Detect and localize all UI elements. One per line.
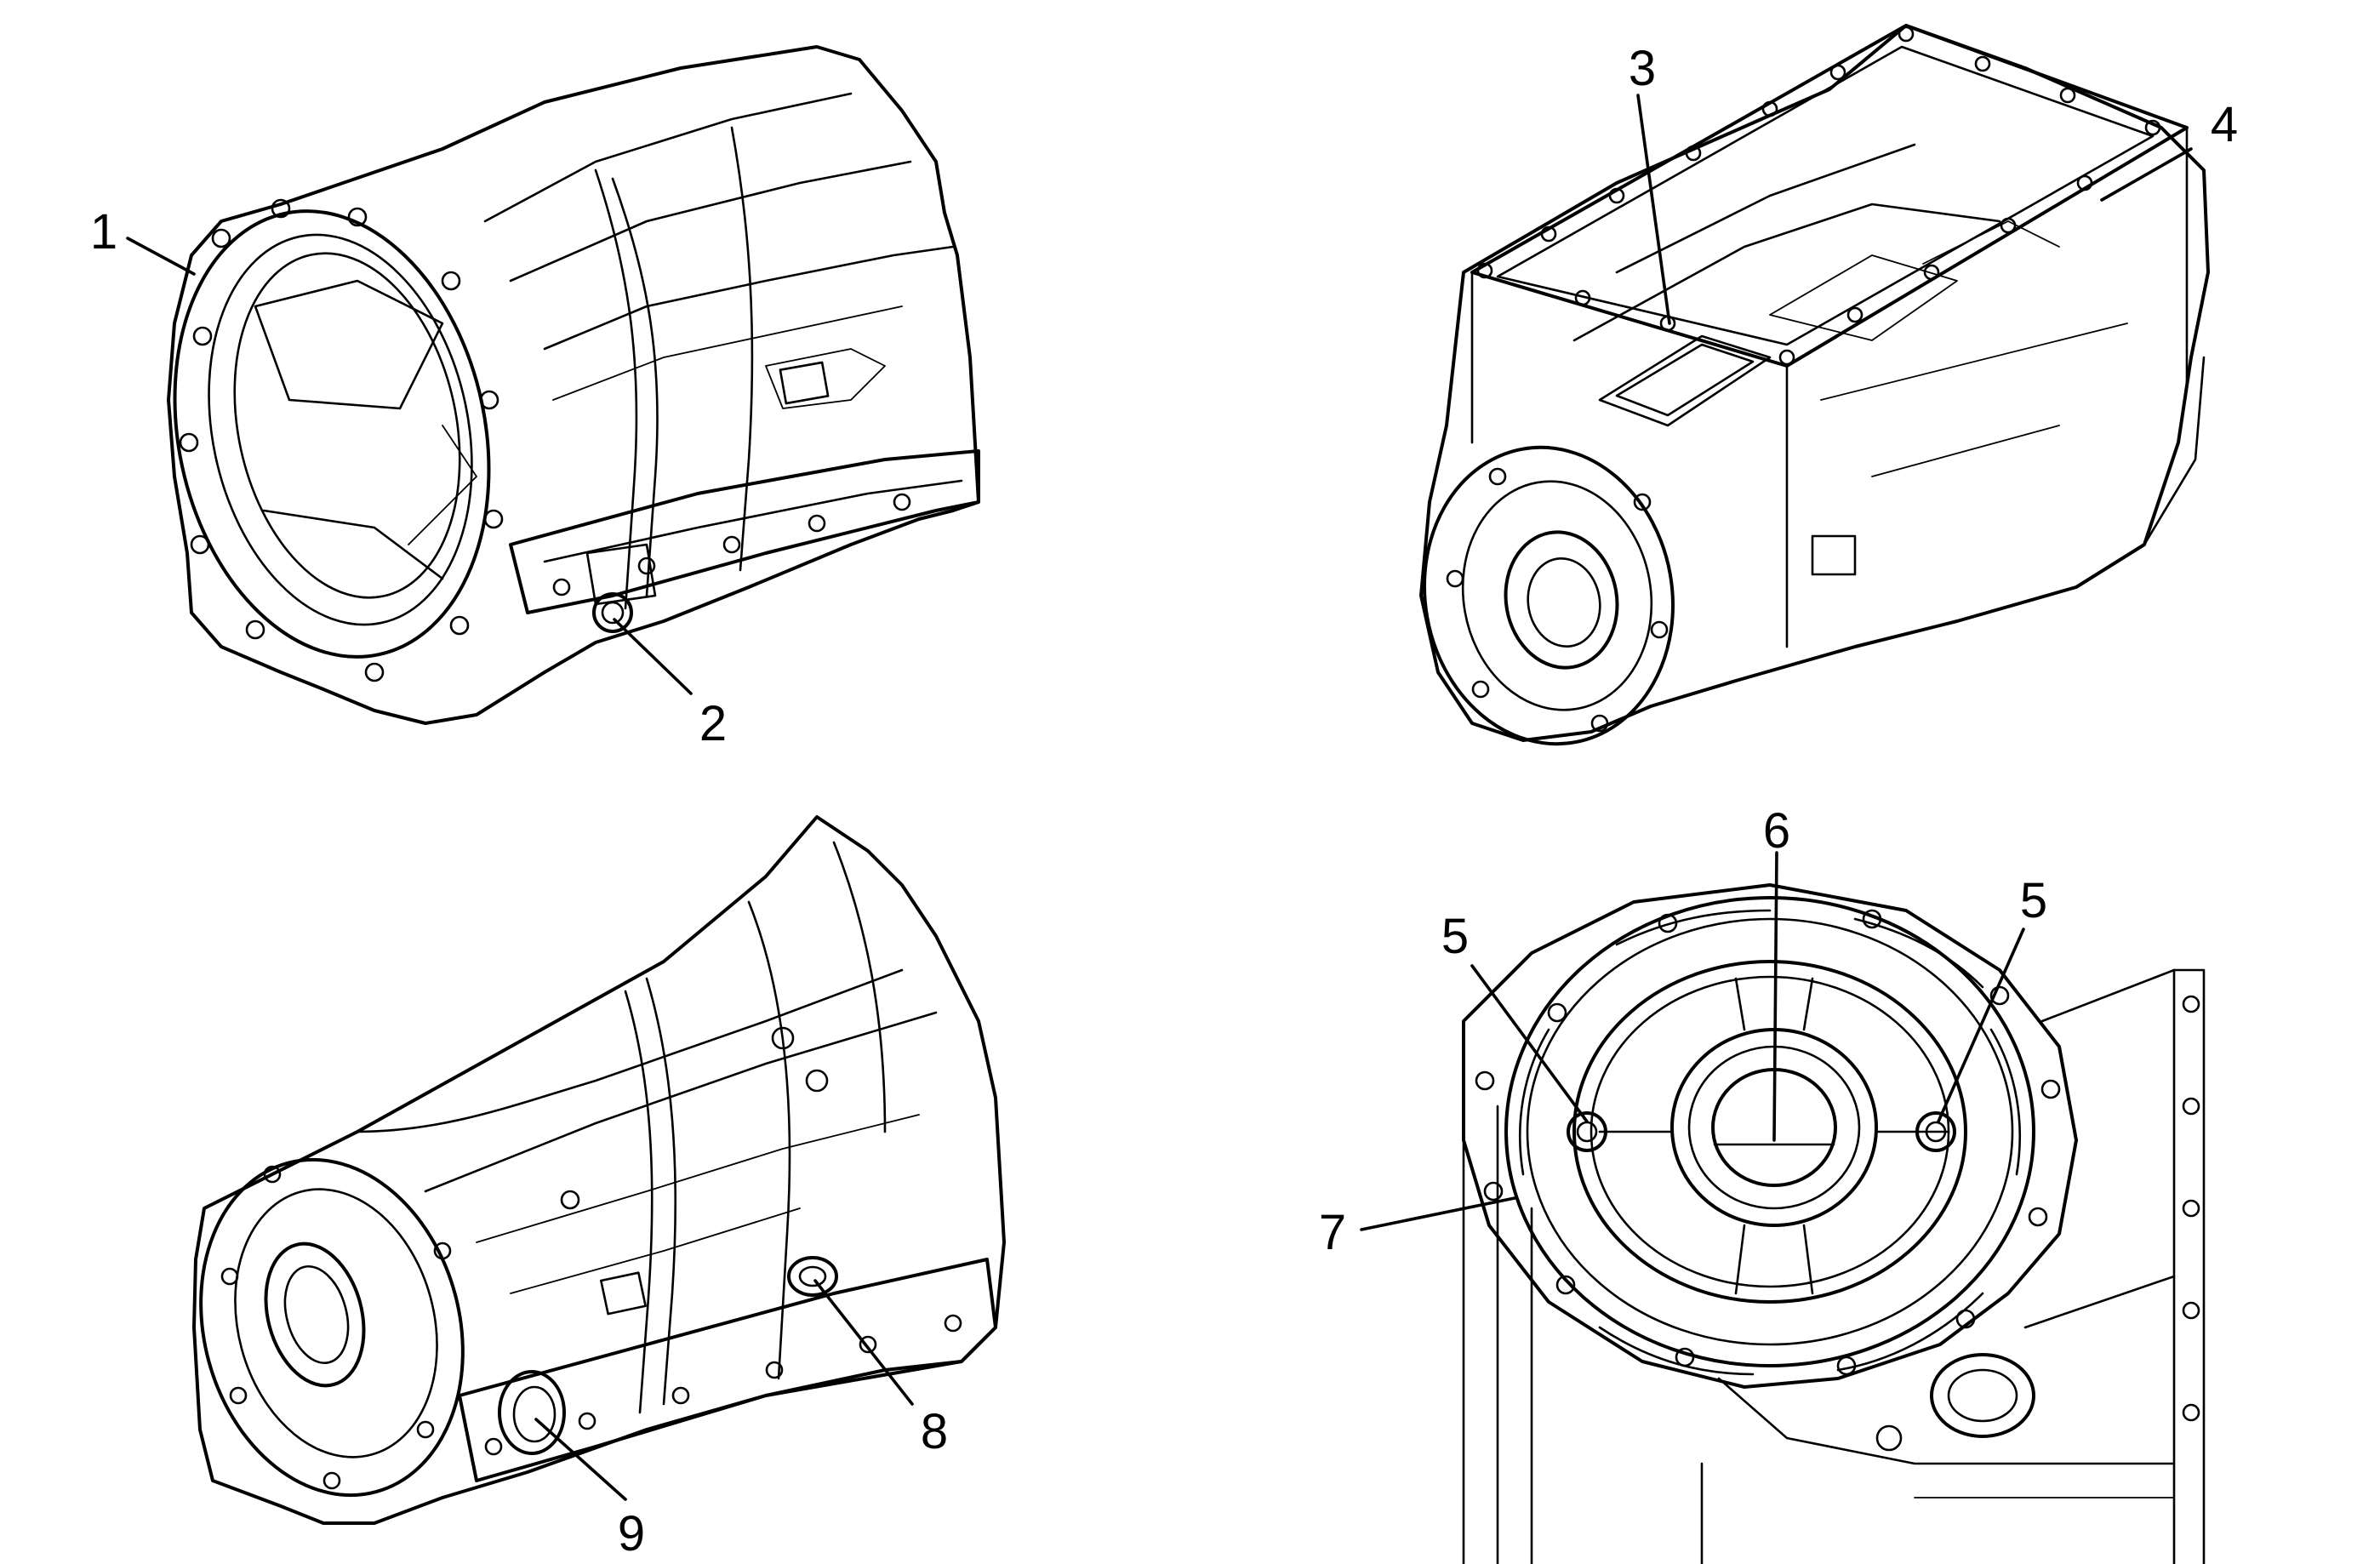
callout-5-left: 5 [1441,909,1469,964]
callout-7: 7 [1319,1205,1346,1260]
callout-4: 4 [2211,97,2238,152]
leader-8 [813,1279,914,1406]
leader-4 [2100,147,2193,202]
leader-5b [1937,928,2025,1123]
leader-6 [1772,851,1778,1142]
leader-5a [1470,964,1589,1123]
view-valve-body-side [1419,24,2210,746]
callout-5-right: 5 [2020,873,2047,928]
callout-3: 3 [1629,41,1656,96]
leader-2 [613,618,693,695]
leader-1 [126,237,196,276]
callout-9: 9 [618,1506,645,1561]
callout-8: 8 [921,1404,948,1459]
view-bell-housing [167,45,980,725]
callout-1: 1 [90,204,117,260]
callouts: 1 2 3 4 5 5 6 7 8 9 [90,41,2238,1561]
leader-9 [534,1418,627,1501]
view-rear-side [192,815,1006,1525]
callout-6: 6 [1763,803,1790,859]
leader-7 [1360,1196,1516,1231]
view-rear-face-detail [1462,883,2206,1564]
leader-3 [1636,94,1671,325]
callout-2: 2 [699,696,727,751]
